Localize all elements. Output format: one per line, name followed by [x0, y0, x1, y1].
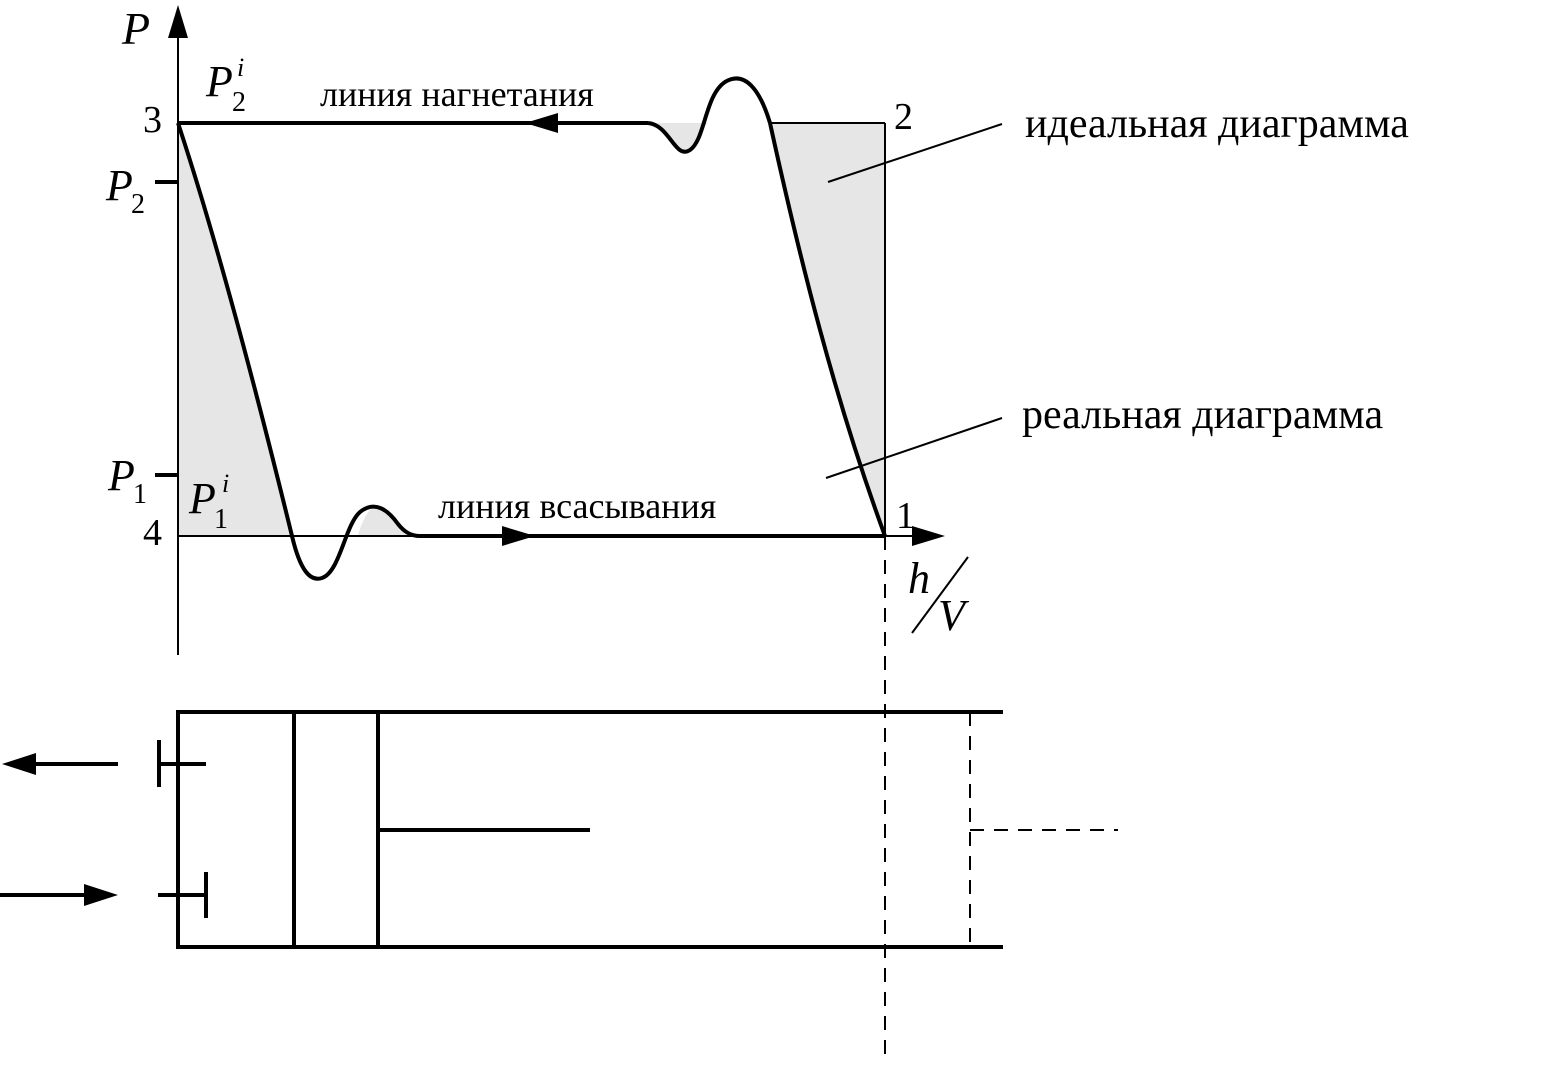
- discharge-flow-arrowhead: [2, 753, 36, 775]
- p2i-superscript: i: [237, 53, 244, 82]
- discharge-line-label: линия нагнетания: [320, 74, 594, 114]
- p2-subscript: 2: [131, 189, 145, 220]
- p1i-subscript: 1: [214, 504, 228, 535]
- shaded-area-right: [770, 123, 885, 536]
- suction-valve-wave: [290, 504, 421, 581]
- p1i-superscript: i: [222, 469, 229, 498]
- discharge-valve-wave: [647, 76, 772, 154]
- p1i-label: P: [188, 474, 216, 523]
- real-diagram-label: реальная диаграмма: [1022, 392, 1383, 438]
- suction-flow-arrowhead: [84, 884, 118, 906]
- pressure-axis-arrowhead: [168, 5, 188, 38]
- volume-axis-label-numerator: h: [908, 554, 930, 603]
- suction-direction-arrowhead: [502, 526, 535, 546]
- volume-axis-label-denominator: V: [938, 591, 970, 640]
- point-2-label: 2: [894, 96, 913, 138]
- point-3-label: 3: [143, 99, 162, 141]
- compression-curve: [768, 122, 887, 537]
- p1-label: P: [107, 451, 135, 500]
- ideal-diagram-label: идеальная диаграмма: [1025, 101, 1409, 147]
- volume-label-slash: [911, 556, 969, 634]
- p2-label: P: [105, 161, 133, 210]
- p2i-subscript: 2: [232, 87, 246, 118]
- p1-subscript: 1: [133, 479, 147, 510]
- volume-axis-arrowhead: [912, 526, 945, 546]
- ideal-diagram-leader: [827, 123, 1003, 183]
- expansion-curve: [176, 122, 294, 537]
- real-diagram-leader: [825, 417, 1003, 479]
- shaded-area-left: [178, 123, 292, 536]
- p2i-label: P: [205, 57, 233, 106]
- point-4-label: 4: [143, 512, 162, 554]
- discharge-direction-arrowhead: [525, 113, 558, 133]
- point-1-label: 1: [896, 495, 915, 537]
- suction-line-label: линия всасывания: [438, 486, 716, 526]
- pressure-axis-label: P: [121, 3, 150, 54]
